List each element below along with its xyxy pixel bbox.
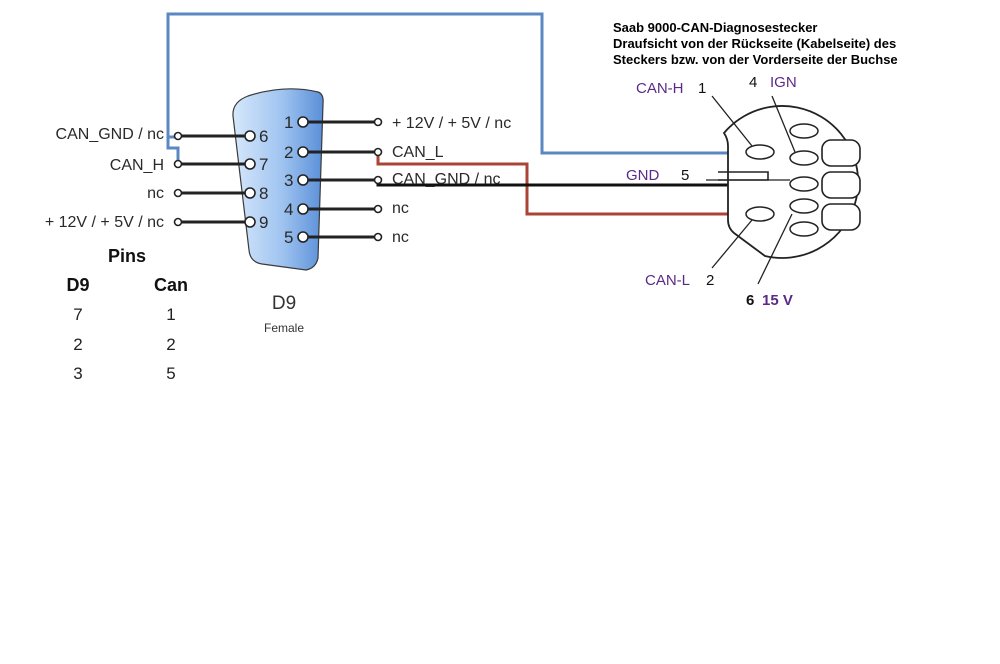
pin-table-cell: 7 <box>73 305 82 324</box>
d9-label-pin7: CAN_H <box>110 157 164 174</box>
pin-table-header-d9: D9 <box>66 275 89 295</box>
d9-pin-6: 6 <box>259 127 268 146</box>
pin-table-cell: 2 <box>73 335 82 354</box>
d9-subtitle: Female <box>264 321 304 335</box>
d9-title: D9 <box>272 293 296 314</box>
can-l-wire <box>376 152 748 216</box>
d9-pin-5: 5 <box>284 228 293 247</box>
pin-table-header-can: Can <box>154 275 188 295</box>
saab-pin-canl-name: CAN-L <box>645 272 690 289</box>
d9-pin-4: 4 <box>284 200 293 219</box>
pin-table-cell: 5 <box>166 364 175 383</box>
d9-connector-body <box>232 88 324 271</box>
saab-pin-gnd-name: GND <box>626 167 660 184</box>
saab-pin-ign-num: 4 <box>749 74 757 91</box>
pin-table-cell: 2 <box>166 335 175 354</box>
d9-pin-1: 1 <box>284 113 293 132</box>
d9-pin-3: 3 <box>284 171 293 190</box>
saab-subtitle-line1: Draufsicht von der Rückseite (Kabelseite… <box>613 36 896 51</box>
saab-title: Saab 9000-CAN-Diagnosestecker <box>613 20 817 35</box>
d9-label-pin8: nc <box>147 185 164 202</box>
d9-label-pin6: CAN_GND / nc <box>56 126 164 143</box>
d9-pin-2: 2 <box>284 143 293 162</box>
saab-pin-gnd-num: 5 <box>681 167 689 184</box>
d9-label-pin5: nc <box>392 229 409 246</box>
saab-pin-15v-num: 6 <box>746 292 754 309</box>
d9-label-pin1: + 12V / + 5V / nc <box>392 115 511 132</box>
saab-pin-canh-num: 1 <box>698 80 706 97</box>
pin-table-cell: 3 <box>73 364 82 383</box>
can-h-wire-jog <box>166 137 180 164</box>
d9-pin-7: 7 <box>259 155 268 174</box>
d9-label-pin3: CAN_GND / nc <box>392 171 500 188</box>
saab-subtitle-line2: Steckers bzw. von der Vorderseite der Bu… <box>613 52 898 67</box>
d9-left-pins <box>173 130 256 228</box>
d9-right-pins <box>297 116 383 243</box>
saab-connector <box>706 95 861 285</box>
pin-table-cell: 1 <box>166 305 175 324</box>
d9-label-pin9: + 12V / + 5V / nc <box>45 214 164 231</box>
d9-pin-8: 8 <box>259 184 268 203</box>
saab-pin-canl-num: 2 <box>706 272 714 289</box>
saab-pin-15v-name: 15 V <box>762 292 793 309</box>
saab-pin-canh-name: CAN-H <box>636 80 684 97</box>
pin-table-title: Pins <box>108 246 146 266</box>
d9-label-pin4: nc <box>392 200 409 217</box>
d9-label-pin2: CAN_L <box>392 144 444 161</box>
saab-pin-ign-name: IGN <box>770 74 797 91</box>
d9-pin-9: 9 <box>259 213 268 232</box>
